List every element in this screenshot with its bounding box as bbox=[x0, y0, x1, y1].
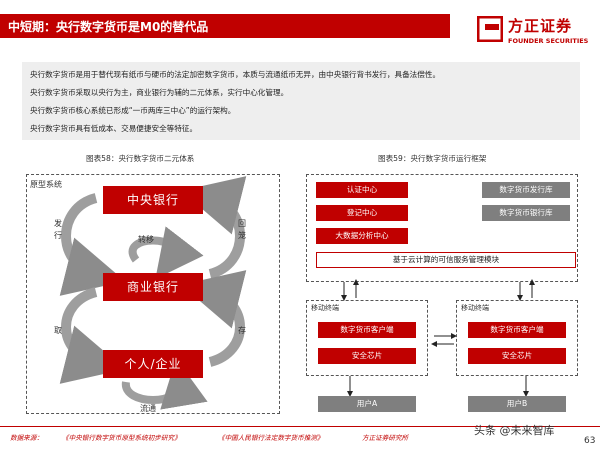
issue-label: 发行 bbox=[54, 219, 62, 240]
page-title: 中短期：央行数字货币是M0的替代品 bbox=[8, 20, 209, 34]
recall-label: 回笼 bbox=[238, 219, 246, 240]
summary-line: 央行数字货币采取以央行为主，商业银行为辅的二元体系，实行中心化管理。 bbox=[30, 88, 289, 97]
source-2: 《中国人民银行法定数字货币推测》 bbox=[218, 434, 324, 442]
source-1: 《中央银行数字货币原型系统初步研究》 bbox=[62, 434, 181, 442]
summary-line: 央行数字货币是用于替代现有纸币与硬币的法定加密数字货币，本质与流通纸币无异，由中… bbox=[30, 70, 441, 79]
terminal-b-label: 移动终端 bbox=[461, 304, 489, 312]
terminal-b-client-box: 数字货币客户端 bbox=[468, 322, 566, 338]
figure58-caption: 图表58：央行数字货币二元体系 bbox=[86, 154, 195, 163]
terminal-b-frame bbox=[456, 300, 578, 376]
circulate-label: 流通 bbox=[140, 404, 156, 413]
person-enterprise-box: 个人/企业 bbox=[103, 350, 203, 378]
source-label: 数据来源： bbox=[10, 434, 43, 442]
prototype-frame bbox=[26, 174, 280, 414]
flow-arrows-graphic bbox=[59, 176, 247, 410]
issue-library-box: 数字货币发行库 bbox=[482, 182, 570, 198]
bigdata-center-box: 大数据分析中心 bbox=[316, 228, 408, 244]
cloud-tsm-box: 基于云计算的可信服务管理模块 bbox=[316, 252, 576, 268]
founder-logo-icon bbox=[477, 16, 503, 42]
summary-line: 央行数字货币核心系统已形成“一币两库三中心”的运行架构。 bbox=[30, 106, 236, 115]
terminal-a-chip-box: 安全芯片 bbox=[318, 348, 416, 364]
core-system-frame bbox=[306, 174, 578, 282]
footer-rule bbox=[0, 426, 600, 427]
user-a-box: 用户A bbox=[318, 396, 416, 412]
terminal-a-frame bbox=[306, 300, 428, 376]
bank-library-box: 数字货币银行库 bbox=[482, 205, 570, 221]
registry-center-box: 登记中心 bbox=[316, 205, 408, 221]
auth-center-box: 认证中心 bbox=[316, 182, 408, 198]
central-bank-box: 中央银行 bbox=[103, 186, 203, 214]
withdraw-label: 取 bbox=[54, 326, 62, 335]
connector-arrows-graphic bbox=[341, 279, 535, 397]
user-b-box: 用户B bbox=[468, 396, 566, 412]
terminal-b-chip-box: 安全芯片 bbox=[468, 348, 566, 364]
logo-text-en: FOUNDER SECURITIES bbox=[508, 37, 589, 45]
figure59-caption: 图表59：央行数字货币运行框架 bbox=[378, 154, 487, 163]
summary-box: 央行数字货币是用于替代现有纸币与硬币的法定加密数字货币，本质与流通纸币无异，由中… bbox=[22, 62, 580, 140]
page-number: 63 bbox=[584, 436, 596, 446]
terminal-a-label: 移动终端 bbox=[311, 304, 339, 312]
transfer-label: 转移 bbox=[138, 235, 154, 244]
commercial-bank-box: 商业银行 bbox=[103, 273, 203, 301]
title-bar bbox=[0, 14, 450, 38]
source-3: 方正证券研究所 bbox=[362, 434, 409, 442]
watermark: 头条 @未来智库 bbox=[474, 424, 555, 437]
summary-line: 央行数字货币具有低成本、交易便捷安全等特征。 bbox=[30, 124, 198, 133]
deposit-label: 存 bbox=[238, 326, 246, 335]
prototype-label: 原型系统 bbox=[30, 180, 62, 189]
logo-text-cn: 方正证券 bbox=[508, 17, 573, 35]
terminal-a-client-box: 数字货币客户端 bbox=[318, 322, 416, 338]
